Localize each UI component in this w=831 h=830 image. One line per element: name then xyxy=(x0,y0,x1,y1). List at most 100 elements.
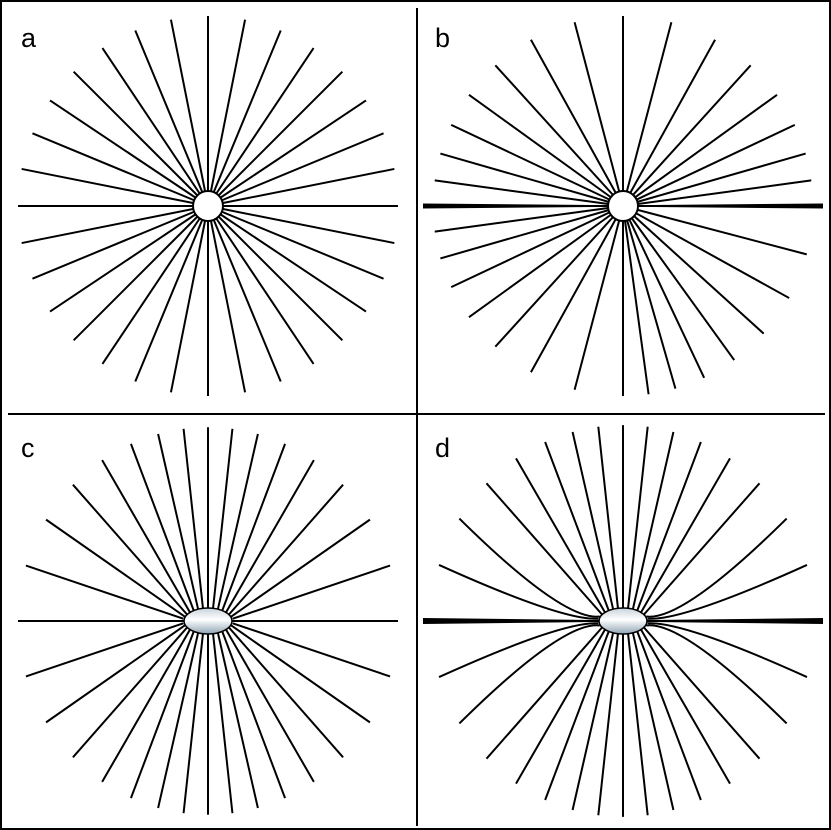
field-line xyxy=(647,564,808,620)
field-line xyxy=(232,564,391,620)
panel-a xyxy=(18,16,398,396)
field-line xyxy=(182,632,205,814)
field-line xyxy=(207,132,384,207)
panel-d xyxy=(423,425,823,817)
field-line xyxy=(207,205,282,382)
field-line xyxy=(25,564,184,620)
field-line xyxy=(485,482,603,616)
field-line xyxy=(434,205,624,233)
field-line xyxy=(207,205,344,342)
particle-circle xyxy=(607,190,639,222)
field-line xyxy=(134,205,209,382)
field-line xyxy=(530,39,624,207)
field-line xyxy=(643,626,761,760)
field-line xyxy=(622,205,807,256)
field-line xyxy=(647,622,808,678)
field-line xyxy=(72,70,209,207)
field-line xyxy=(101,459,192,614)
field-line xyxy=(622,205,790,299)
field-line xyxy=(72,205,209,342)
field-line xyxy=(626,632,649,816)
field-line xyxy=(622,152,806,207)
field-line xyxy=(622,123,796,207)
field-line xyxy=(207,205,367,313)
field-line xyxy=(134,30,209,207)
field-line xyxy=(639,628,731,785)
field-line xyxy=(438,622,599,678)
field-line xyxy=(207,70,344,207)
field-line xyxy=(224,459,315,614)
field-line xyxy=(21,205,209,245)
field-line xyxy=(636,441,702,612)
field-line xyxy=(216,433,259,611)
field-line xyxy=(207,30,282,207)
field-line xyxy=(485,626,603,760)
field-line xyxy=(622,64,752,207)
field-line xyxy=(207,205,247,393)
field-line xyxy=(130,630,195,799)
field-line xyxy=(182,428,205,610)
field-line xyxy=(211,632,234,814)
field-line xyxy=(622,93,778,207)
field-line xyxy=(207,167,395,207)
field-line xyxy=(622,205,736,361)
field-line xyxy=(207,205,315,365)
field-line xyxy=(157,433,200,611)
field-line xyxy=(631,631,675,811)
field-line xyxy=(101,205,209,365)
field-line xyxy=(571,431,615,611)
panel-label-c: c xyxy=(21,433,35,463)
field-line xyxy=(515,457,607,614)
field-line xyxy=(72,626,188,758)
field-line xyxy=(130,443,195,612)
field-line xyxy=(631,431,675,611)
field-line xyxy=(622,205,650,395)
field-line xyxy=(573,205,624,390)
field-line xyxy=(597,632,620,816)
field-line xyxy=(32,205,209,280)
field-line xyxy=(438,564,599,620)
field-line xyxy=(515,628,607,785)
field-line xyxy=(207,19,247,207)
field-line xyxy=(646,517,788,618)
field-line xyxy=(622,205,677,389)
field-line xyxy=(622,179,812,207)
field-line xyxy=(573,22,624,207)
panel-label-b: b xyxy=(435,23,451,53)
panel-c xyxy=(18,427,398,815)
horizontal-divider xyxy=(8,413,825,415)
field-line xyxy=(45,624,186,724)
field-line xyxy=(622,22,673,207)
field-line xyxy=(530,205,624,373)
field-line xyxy=(228,626,344,758)
particle-circle xyxy=(192,190,224,222)
field-line xyxy=(434,179,624,207)
field-line xyxy=(643,482,761,616)
field-line xyxy=(207,205,384,280)
field-line xyxy=(636,630,702,801)
field-line xyxy=(169,205,209,393)
panel-label-d: d xyxy=(435,433,451,463)
field-line xyxy=(207,99,367,207)
field-line xyxy=(622,205,706,379)
field-line xyxy=(49,99,209,207)
field-line xyxy=(221,630,286,799)
field-line xyxy=(544,441,610,612)
field-line xyxy=(25,622,184,678)
field-line xyxy=(32,132,209,207)
field-line xyxy=(232,622,391,678)
field-line xyxy=(458,624,600,725)
field-line xyxy=(571,631,615,811)
field-line xyxy=(21,167,209,207)
field-line xyxy=(646,624,788,725)
field-line xyxy=(458,517,600,618)
field-line xyxy=(49,205,209,313)
field-line xyxy=(45,518,186,618)
field-line xyxy=(169,19,209,207)
field-line xyxy=(101,628,192,783)
field-line xyxy=(494,205,624,348)
field-line xyxy=(211,428,234,610)
panel-label-a: a xyxy=(21,23,37,53)
